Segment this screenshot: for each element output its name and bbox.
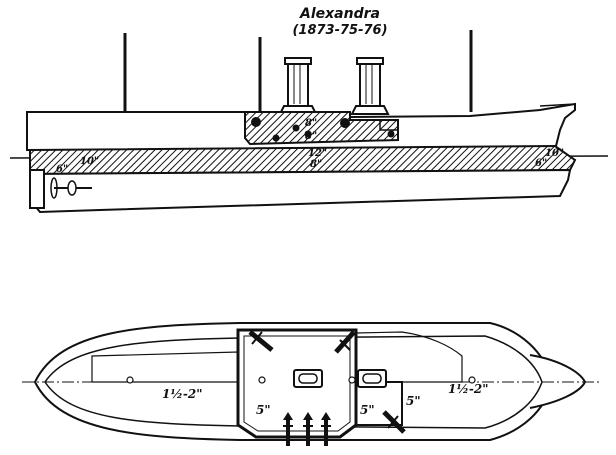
plan-gun-aft-left: [248, 330, 274, 352]
side-profile: 10" 6" 10" 6" 8" 8" 12" 8": [9, 30, 609, 214]
label-belt-aft-lower: 6": [535, 158, 547, 169]
lower-hull: [29, 168, 572, 214]
funnel-aft: [350, 57, 390, 115]
plan-port: [468, 376, 476, 384]
ship-name: Alexandra: [299, 6, 380, 22]
gun-port: [304, 130, 312, 138]
label-belt-fore-lower: 6": [56, 164, 68, 175]
label-belt-aft: 10": [545, 148, 564, 159]
deck-plan: 1½-2" 1½-2" 5" 5" 5": [22, 322, 600, 446]
plan-gun-vertical: [303, 412, 313, 446]
gun-port: [340, 118, 350, 128]
plan-hatch: [357, 369, 387, 388]
gun-port: [272, 134, 280, 142]
plan-port: [258, 376, 266, 384]
plan-gun-fore-right: [382, 410, 406, 434]
funnel-fore: [278, 57, 318, 115]
plan-port: [126, 376, 134, 384]
plan-gun-vertical: [283, 412, 293, 446]
label-belt-fore: 10": [80, 156, 99, 167]
gun-port: [251, 117, 261, 127]
label-bulkhead-aft: 5": [406, 394, 421, 408]
plan-fore-structure: [355, 331, 463, 383]
rudder: [29, 169, 45, 209]
plan-hatch: [293, 369, 323, 388]
label-battery-belt: 12": [308, 148, 327, 159]
plan-port: [348, 376, 356, 384]
label-deck-aft: 1½-2": [162, 387, 202, 401]
label-battery-top: 8": [305, 118, 317, 129]
plan-gun-fore-left: [334, 330, 356, 354]
gun-port: [292, 124, 300, 132]
label-battery-mid: 8": [305, 131, 317, 142]
label-battery-lower: 8": [310, 159, 322, 170]
plan-gun-vertical: [321, 412, 331, 446]
ship-years: (1873-75-76): [292, 23, 387, 38]
propeller: [50, 177, 92, 199]
label-deck-fore: 1½-2": [448, 382, 488, 396]
label-battery-right: 5": [360, 403, 375, 417]
gun-port: [387, 130, 395, 138]
label-battery-left: 5": [256, 403, 271, 417]
